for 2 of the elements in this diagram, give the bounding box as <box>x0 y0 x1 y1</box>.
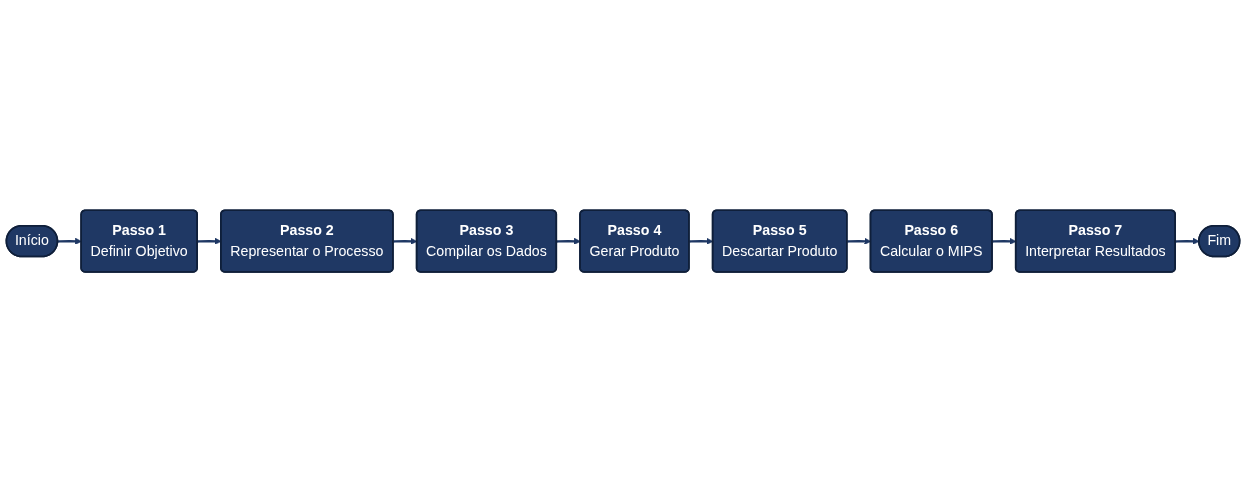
arrow <box>1175 237 1200 245</box>
arrow <box>57 237 82 245</box>
